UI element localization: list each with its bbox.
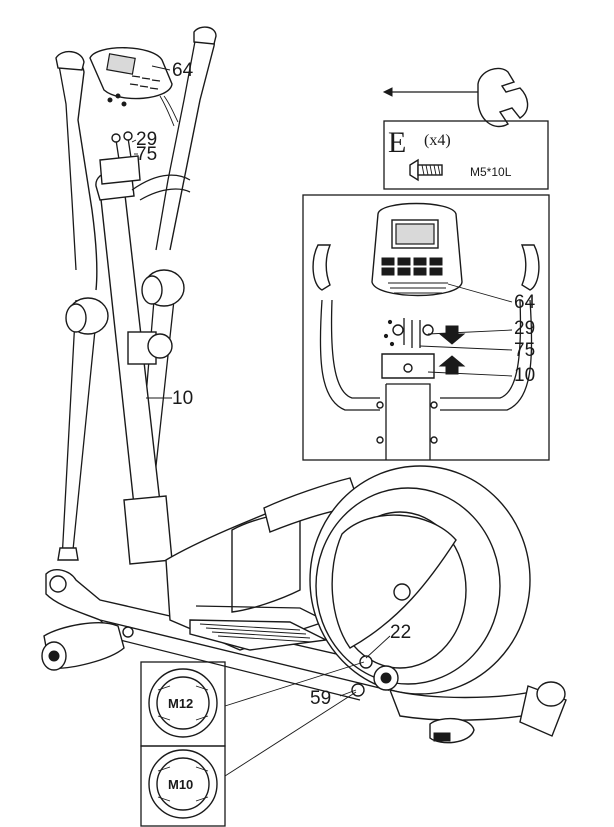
arrow-up-icon bbox=[438, 355, 466, 375]
nut-label-upper: M12 bbox=[168, 696, 193, 711]
callout-bolt: 29 bbox=[136, 129, 157, 150]
hardware-quantity: (x4) bbox=[424, 132, 451, 149]
wrench-tool-icon bbox=[382, 67, 529, 128]
elliptical-machine bbox=[41, 26, 567, 744]
callout-washer: 75 bbox=[136, 144, 157, 165]
callout-console: 64 bbox=[172, 60, 194, 81]
left-pivot bbox=[65, 297, 109, 335]
callout-nut-small: 59 bbox=[310, 688, 331, 709]
main-callouts: 64 29 75 10 22 59 bbox=[131, 60, 411, 709]
nut-detail-m10: M10 bbox=[140, 691, 357, 827]
right-pivot bbox=[141, 269, 185, 307]
hardware-letter: E bbox=[388, 126, 406, 159]
callout-detail-bolt: 29 bbox=[514, 318, 535, 339]
nut-detail-m12: M12 bbox=[140, 661, 365, 747]
flywheel bbox=[309, 465, 531, 695]
callout-detail-washer: 75 bbox=[514, 340, 535, 361]
hardware-box: E (x4) M5*10L bbox=[383, 120, 549, 190]
callout-mast: 10 bbox=[172, 388, 193, 409]
arrow-down-icon bbox=[438, 325, 466, 345]
hardware-size: M5*10L bbox=[470, 165, 512, 179]
callout-nut-large: 22 bbox=[390, 622, 411, 643]
callout-detail-mast: 10 bbox=[514, 365, 535, 386]
bolts-detail bbox=[383, 318, 434, 348]
detail-view: 64 29 75 10 bbox=[302, 194, 550, 461]
nut-label-lower: M10 bbox=[168, 777, 193, 792]
console-main bbox=[89, 47, 179, 127]
console-detail bbox=[371, 202, 463, 297]
callout-detail-console: 64 bbox=[514, 292, 536, 313]
screw-icon bbox=[409, 158, 443, 182]
